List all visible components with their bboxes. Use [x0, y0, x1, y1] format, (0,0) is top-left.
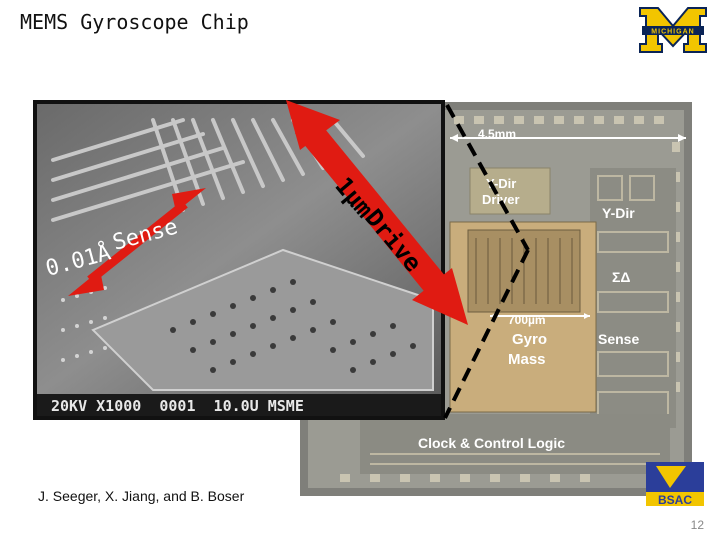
chip-sense-label: Sense [598, 331, 639, 347]
chip-gyro-line1: Gyro [512, 331, 547, 348]
page-number: 12 [690, 518, 704, 532]
chip-dimension-label: 4.5mm [478, 127, 516, 141]
author-credit: J. Seeger, X. Jiang, and B. Boser [38, 488, 245, 504]
chip-gyro-line2: Mass [508, 351, 546, 368]
chip-mass-size: 700µm [508, 313, 546, 327]
bsac-logo: BSAC [646, 462, 704, 506]
chip-ydir-right: Y-Dir [602, 205, 635, 221]
bsac-logo-text: BSAC [658, 493, 692, 506]
chip-sigma-delta: ΣΔ [612, 269, 630, 285]
michigan-logo-text: MICHIGAN [651, 29, 694, 36]
chip-ydir-driver-line1: Y-Dir [486, 176, 516, 191]
chip-clock-logic-label: Clock & Control Logic [418, 435, 565, 451]
sem-micrograph: 20KV X1000 0001 10.0U MSME [33, 100, 445, 420]
slide-title: MEMS Gyroscope Chip [20, 10, 249, 34]
chip-ydir-driver-line2: Driver [482, 192, 520, 207]
sem-banner-text: 20KV X1000 0001 10.0U MSME [51, 397, 304, 415]
michigan-logo: MICHIGAN [639, 7, 707, 53]
